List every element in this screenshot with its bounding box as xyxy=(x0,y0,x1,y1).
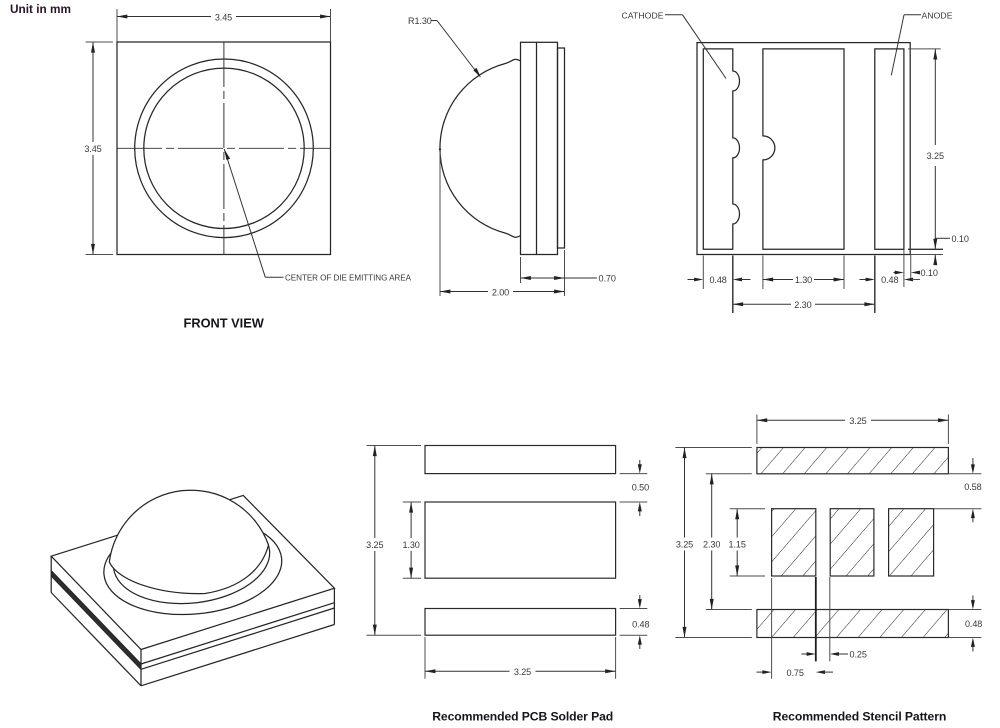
svg-text:3.25: 3.25 xyxy=(514,667,531,677)
svg-text:1.15: 1.15 xyxy=(729,540,746,550)
svg-text:3.25: 3.25 xyxy=(927,151,944,161)
svg-text:3.45: 3.45 xyxy=(215,12,232,22)
svg-text:3.25: 3.25 xyxy=(366,540,383,550)
svg-text:0.25: 0.25 xyxy=(850,650,867,660)
svg-text:0.58: 0.58 xyxy=(964,482,981,492)
svg-text:0.75: 0.75 xyxy=(787,668,804,678)
svg-text:2.30: 2.30 xyxy=(703,540,720,550)
svg-text:1.30: 1.30 xyxy=(795,275,812,285)
svg-text:0.48: 0.48 xyxy=(965,619,982,629)
svg-text:Recommended Stencil Pattern: Recommended Stencil Pattern xyxy=(773,709,946,723)
svg-text:3.25: 3.25 xyxy=(849,416,866,426)
svg-text:2.30: 2.30 xyxy=(794,300,811,310)
svg-text:0.48: 0.48 xyxy=(881,275,898,285)
svg-text:ANODE: ANODE xyxy=(922,10,953,20)
svg-text:0.70: 0.70 xyxy=(599,274,616,284)
svg-text:CENTER OF DIE EMITTING AREA: CENTER OF DIE EMITTING AREA xyxy=(285,274,412,283)
svg-text:FRONT VIEW: FRONT VIEW xyxy=(184,316,265,331)
svg-text:3.25: 3.25 xyxy=(676,540,693,550)
svg-text:1.30: 1.30 xyxy=(402,540,419,550)
svg-text:0.48: 0.48 xyxy=(632,619,649,629)
svg-text:0.10: 0.10 xyxy=(952,234,969,244)
svg-text:0.10: 0.10 xyxy=(921,268,938,278)
svg-text:3.45: 3.45 xyxy=(84,144,101,154)
svg-text:R1.30: R1.30 xyxy=(408,16,432,26)
svg-text:0.48: 0.48 xyxy=(709,275,726,285)
svg-text:0.50: 0.50 xyxy=(632,482,649,492)
svg-text:Unit in mm: Unit in mm xyxy=(10,2,71,16)
svg-text:2.00: 2.00 xyxy=(492,287,509,297)
svg-text:Recommended PCB Solder Pad: Recommended PCB Solder Pad xyxy=(432,709,613,723)
svg-text:CATHODE: CATHODE xyxy=(622,10,664,20)
